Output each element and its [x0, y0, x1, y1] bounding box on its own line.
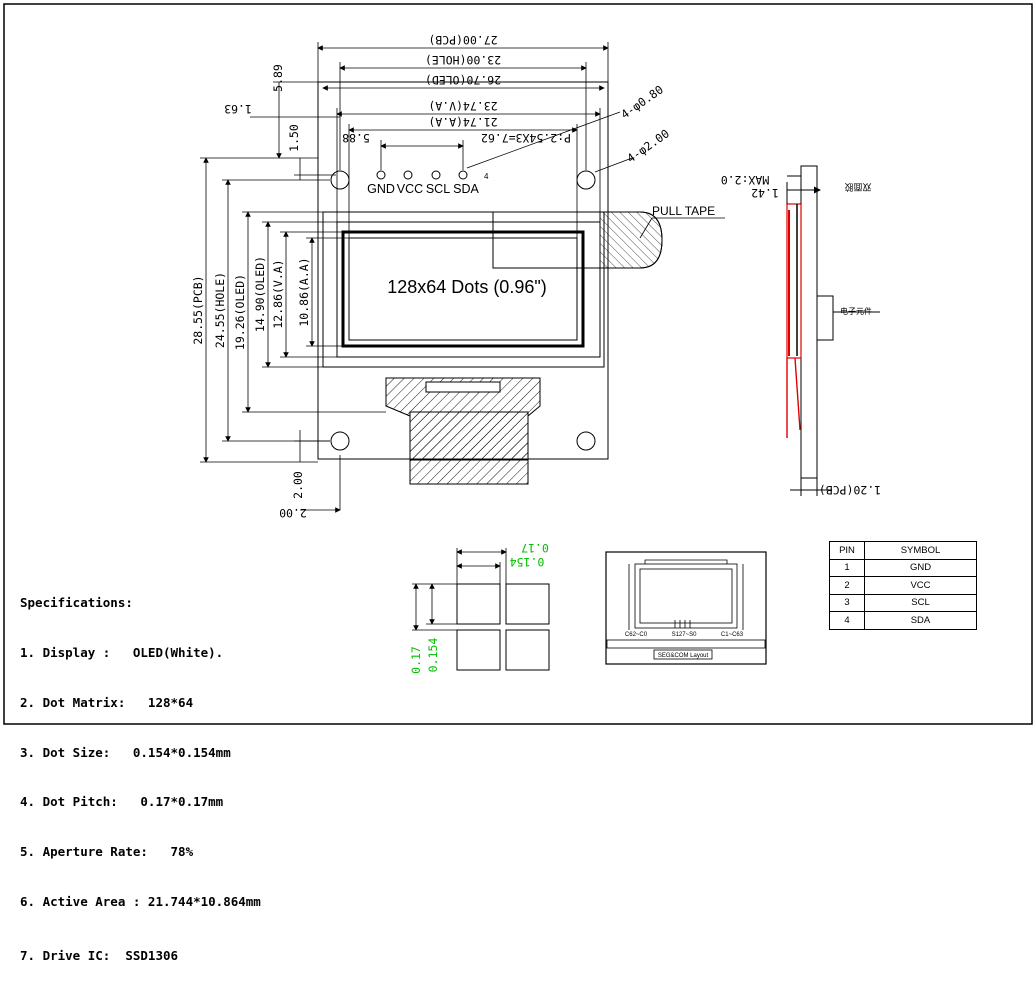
spec-item: 6. Active Area : 21.744*10.864mm — [20, 893, 261, 909]
callout-mount-hole: 4-φ2.00 — [624, 126, 672, 165]
spec-item: 1. Display : OLED(White). — [20, 644, 224, 660]
dim-oled-height-outer: 19.26(OLED) — [233, 274, 247, 350]
pin-labels: GND VCC SCL SDA 4 — [367, 172, 489, 196]
dim-hole-height: 24.55(HOLE) — [213, 272, 227, 348]
dot-cell — [505, 583, 550, 625]
dot-cell — [456, 583, 501, 625]
dim-va-width: 23.74(V.A) — [428, 99, 497, 113]
pin-hole-gnd — [376, 170, 386, 180]
side-component-label: 电子元件 — [840, 306, 872, 316]
dot-cell — [456, 629, 501, 671]
dim-pcb-width: 27.00(PCB) — [428, 33, 497, 47]
mount-hole-bl — [330, 431, 350, 451]
spec-item: 7. Drive IC: SSD1306 — [20, 947, 179, 963]
pin-symbol: GND — [864, 558, 977, 577]
pin-number: 1 — [829, 558, 865, 577]
pin-label-sda: SDA — [453, 182, 479, 196]
display-label: 128x64 Dots (0.96") — [387, 277, 546, 297]
spec-item: 5. Aperture Rate: 78% — [20, 844, 194, 860]
side-thickness-label: 1.42 — [751, 186, 779, 200]
dim-aa-width: 21.74(A.A) — [428, 115, 497, 129]
side-top-component-label: 双面胶 — [844, 181, 871, 193]
layout-center-label: S127~S0 — [672, 632, 698, 638]
mount-hole-br — [576, 431, 596, 451]
side-pcb-label: 1.20(PCB) — [819, 483, 881, 497]
dim-pin-offset: 5.88 — [342, 131, 370, 145]
table-row: 1 GND — [829, 558, 977, 577]
dim-va-height: 12.86(V.A) — [271, 259, 285, 328]
side-component — [816, 295, 834, 341]
dim-hole-offset: 1.50 — [287, 124, 301, 152]
side-pcb — [800, 165, 818, 479]
pin-label-vcc: VCC — [397, 182, 423, 196]
callout-pin-hole: 4-φ0.80 — [618, 82, 666, 121]
dim-oled-width: 26.70(OLED) — [425, 73, 501, 87]
specifications-title: Specifications: — [20, 595, 133, 611]
pin-number: 3 — [829, 593, 865, 612]
pin-hole-scl — [431, 170, 441, 180]
dot-size-vertical-label: 0.154 — [426, 638, 440, 673]
horizontal-dimensions — [317, 42, 725, 239]
pin-header: PIN — [829, 541, 865, 560]
vertical-dimensions — [200, 81, 386, 513]
table-row: 4 SDA — [829, 611, 977, 630]
pin-number: 2 — [829, 576, 865, 595]
symbol-header: SYMBOL — [864, 541, 977, 560]
dot-cell — [505, 629, 550, 671]
specifications: Specifications: 1. Display : OLED(White)… — [20, 562, 261, 981]
pin-label-scl: SCL — [426, 182, 450, 196]
dim-left-offset: 1.63 — [224, 102, 252, 116]
seg-com-layout: C62~C0 S127~S0 C1~C63 SEG&COM Layout — [605, 551, 767, 665]
side-fpc — [786, 357, 801, 438]
dim-bottom-offset: 2.00 — [291, 471, 305, 499]
layout-left-label: C62~C0 — [625, 632, 648, 638]
dot-pitch-label: 0.17 — [521, 541, 549, 555]
pin-symbol: VCC — [864, 576, 977, 595]
layout-caption: SEG&COM Layout — [658, 653, 709, 659]
table-row: 3 SCL — [829, 593, 977, 612]
pin-hole-vcc — [403, 170, 413, 180]
viewing-area — [341, 230, 585, 348]
vertical-dim-labels: 28.55(PCB) 24.55(HOLE) 19.26(OLED) 14.90… — [191, 64, 311, 520]
spec-item: 3. Dot Size: 0.154*0.154mm — [20, 744, 231, 760]
pin-number-marker: 4 — [484, 172, 489, 181]
pin-table-header: PIN SYMBOL — [829, 541, 977, 560]
dim-hole-width: 23.00(HOLE) — [425, 53, 501, 67]
dot-detail: 0.17 0.154 0.17 0.154 — [409, 541, 550, 674]
pin-symbol: SDA — [864, 611, 977, 630]
spec-item: 2. Dot Matrix: 128*64 — [20, 694, 194, 710]
dot-size-label: 0.154 — [510, 555, 545, 569]
layout-right-label: C1~C63 — [721, 632, 744, 638]
drawing-sheet: 27.00(PCB) 23.00(HOLE) 26.70(OLED) 23.74… — [3, 3, 1033, 725]
sheet-border — [3, 3, 1033, 725]
front-view — [317, 81, 663, 485]
dim-oled-height: 14.90(OLED) — [253, 256, 267, 332]
dim-bottom-left-offset: 2.00 — [279, 506, 307, 520]
pin-symbol: SCL — [864, 593, 977, 612]
dim-top-offset: 5.89 — [271, 64, 285, 92]
mount-hole-tl — [330, 170, 350, 190]
dim-pin-pitch: P:2.54X3=7.62 — [481, 131, 571, 145]
side-view — [786, 165, 880, 496]
pin-label-gnd: GND — [367, 182, 395, 196]
pin-hole-sda — [458, 170, 468, 180]
table-row: 2 VCC — [829, 576, 977, 595]
pin-number: 4 — [829, 611, 865, 630]
pull-tape-label: PULL TAPE — [652, 204, 715, 218]
side-view-labels: MAX:2.0 1.42 1.20(PCB) 双面胶 电子元件 — [721, 173, 881, 497]
side-oled-glass — [786, 203, 802, 359]
active-area — [348, 237, 578, 341]
spec-item: 4. Dot Pitch: 0.17*0.17mm — [20, 794, 224, 810]
dot-pitch-vertical-label: 0.17 — [409, 646, 423, 674]
side-max-label: MAX:2.0 — [721, 173, 770, 187]
pin-table: PIN SYMBOL 1 GND 2 VCC 3 SCL 4 SDA — [829, 541, 977, 630]
dim-pcb-height: 28.55(PCB) — [191, 275, 205, 344]
mount-hole-tr — [576, 170, 596, 190]
oled-glass-outline — [322, 211, 605, 368]
dim-aa-height: 10.86(A.A) — [297, 257, 311, 326]
